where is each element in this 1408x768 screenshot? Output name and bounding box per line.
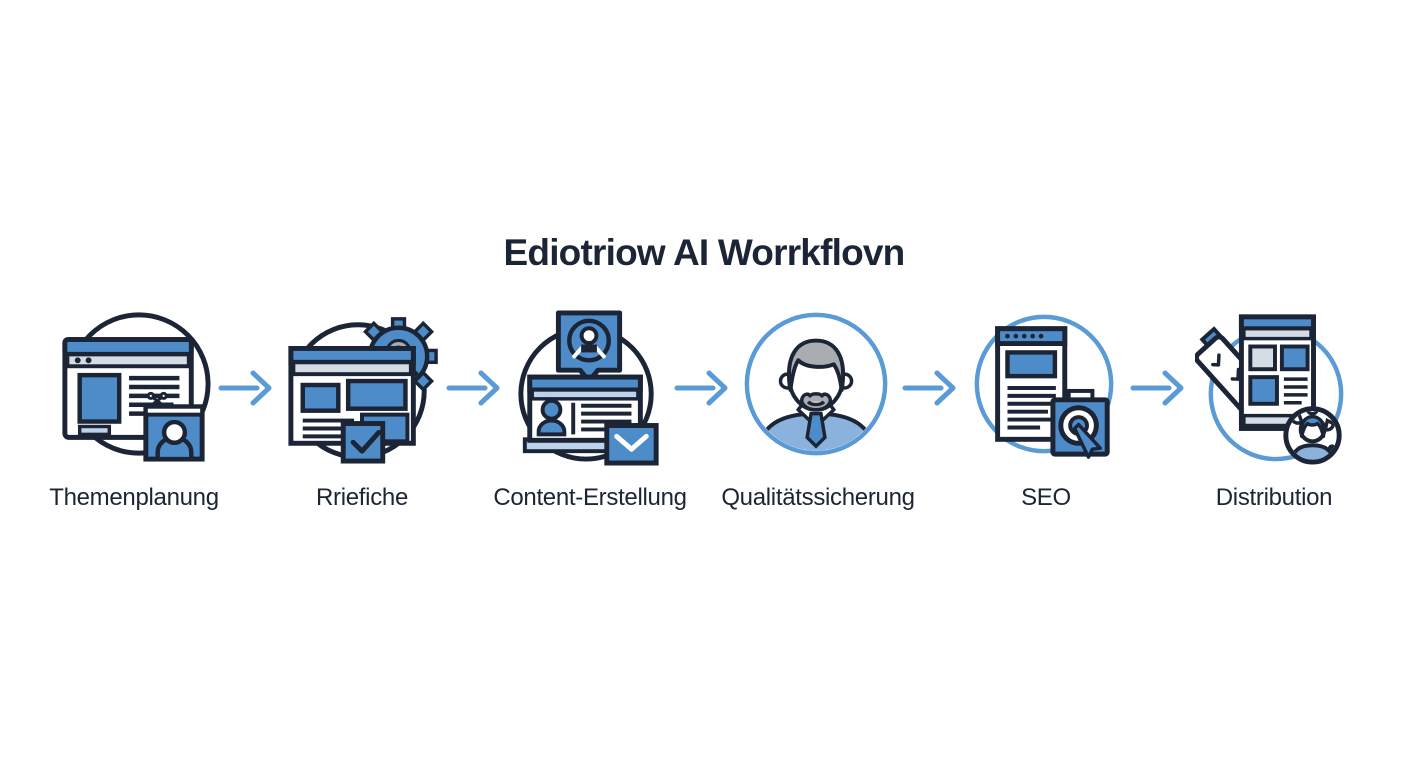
- workflow-step-rriefiche: Rriefiche: [279, 306, 445, 512]
- workflow-step-content-erstellung: Content-Erstellung: [493, 306, 687, 512]
- step-label: Themenplanung: [49, 484, 219, 511]
- arrow-right-icon: [674, 370, 728, 406]
- scissors-decoration-icon: [146, 391, 168, 406]
- browser-speech-bubble-envelope-icon: [518, 310, 659, 466]
- person-badge-icon: [1283, 406, 1342, 465]
- envelope-icon: [604, 423, 659, 466]
- arrow-right-icon: [218, 370, 272, 406]
- arrow-right-icon: [1130, 370, 1184, 406]
- checkbox-check-icon: [340, 421, 386, 464]
- workflow-step-qualitaetssicherung: Qualitätssicherung: [721, 306, 915, 512]
- workflow-step-themenplanung: Themenplanung: [49, 306, 219, 512]
- arrow-right-icon: [446, 370, 500, 406]
- browser-person-card-icon: [62, 312, 211, 462]
- speech-bubble-person-icon: [555, 310, 623, 384]
- page-title: Ediotriow AI Worrkflovn: [503, 232, 906, 273]
- workflow-page: Ediotriow AI Worrkflovn: [0, 232, 1408, 768]
- workflow-diagram: Themenplanung: [0, 306, 1408, 512]
- browser-gear-person-checkbox-icon: [288, 317, 438, 464]
- workflow-step-distribution: Distribution: [1191, 306, 1357, 512]
- step-label: SEO: [1021, 484, 1071, 511]
- arrow-right-icon: [902, 370, 956, 406]
- step-label: Content-Erstellung: [493, 484, 687, 511]
- step-label: Qualitätssicherung: [721, 484, 915, 511]
- page-magnifier-icon: [974, 314, 1114, 459]
- step-label: Rriefiche: [316, 484, 408, 511]
- newspaper-ticket-person-icon: [1195, 314, 1344, 465]
- magnifier-badge-icon: [1050, 388, 1110, 459]
- person-avatar-icon: [744, 312, 888, 456]
- step-label: Distribution: [1215, 484, 1333, 511]
- workflow-step-seo: SEO: [963, 306, 1129, 512]
